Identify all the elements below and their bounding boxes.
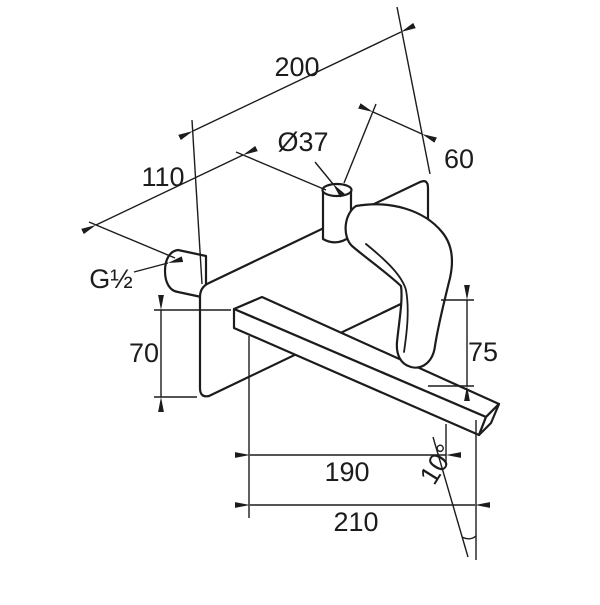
ext-line-200-right bbox=[396, 6, 431, 175]
dim-label-g12: G½ bbox=[89, 264, 133, 294]
dim-line-200 bbox=[178, 22, 416, 141]
ext-line-60 bbox=[343, 103, 377, 184]
dim-line-60 bbox=[358, 103, 437, 143]
dim-label-190: 190 bbox=[324, 457, 369, 487]
dim-label-210: 210 bbox=[333, 507, 378, 537]
dim-label-110: 110 bbox=[141, 162, 184, 192]
spout-front-face bbox=[232, 307, 488, 437]
leader-line-g12 bbox=[133, 256, 184, 273]
dim-label-10deg: 10° bbox=[414, 439, 461, 490]
dim-label-200: 200 bbox=[274, 52, 319, 82]
dim-label-70: 70 bbox=[129, 338, 159, 368]
ext-line-110-left bbox=[88, 221, 176, 259]
cartridge-cylinder-top bbox=[321, 182, 353, 198]
lever-handle-inner-edge bbox=[365, 243, 409, 353]
dim-line-110 bbox=[81, 145, 258, 235]
angle-arc bbox=[461, 535, 477, 540]
lever-handle bbox=[344, 203, 453, 369]
ext-line-110-right bbox=[235, 151, 327, 191]
spout-tip-face bbox=[477, 402, 501, 437]
dim-label-60: 60 bbox=[444, 144, 474, 174]
leader-line-d37 bbox=[314, 161, 345, 198]
dimension-lines bbox=[81, 6, 490, 560]
faucet-body bbox=[163, 180, 501, 437]
dim-label-d37: Ø37 bbox=[277, 127, 328, 157]
dim-label-75: 75 bbox=[468, 337, 498, 367]
